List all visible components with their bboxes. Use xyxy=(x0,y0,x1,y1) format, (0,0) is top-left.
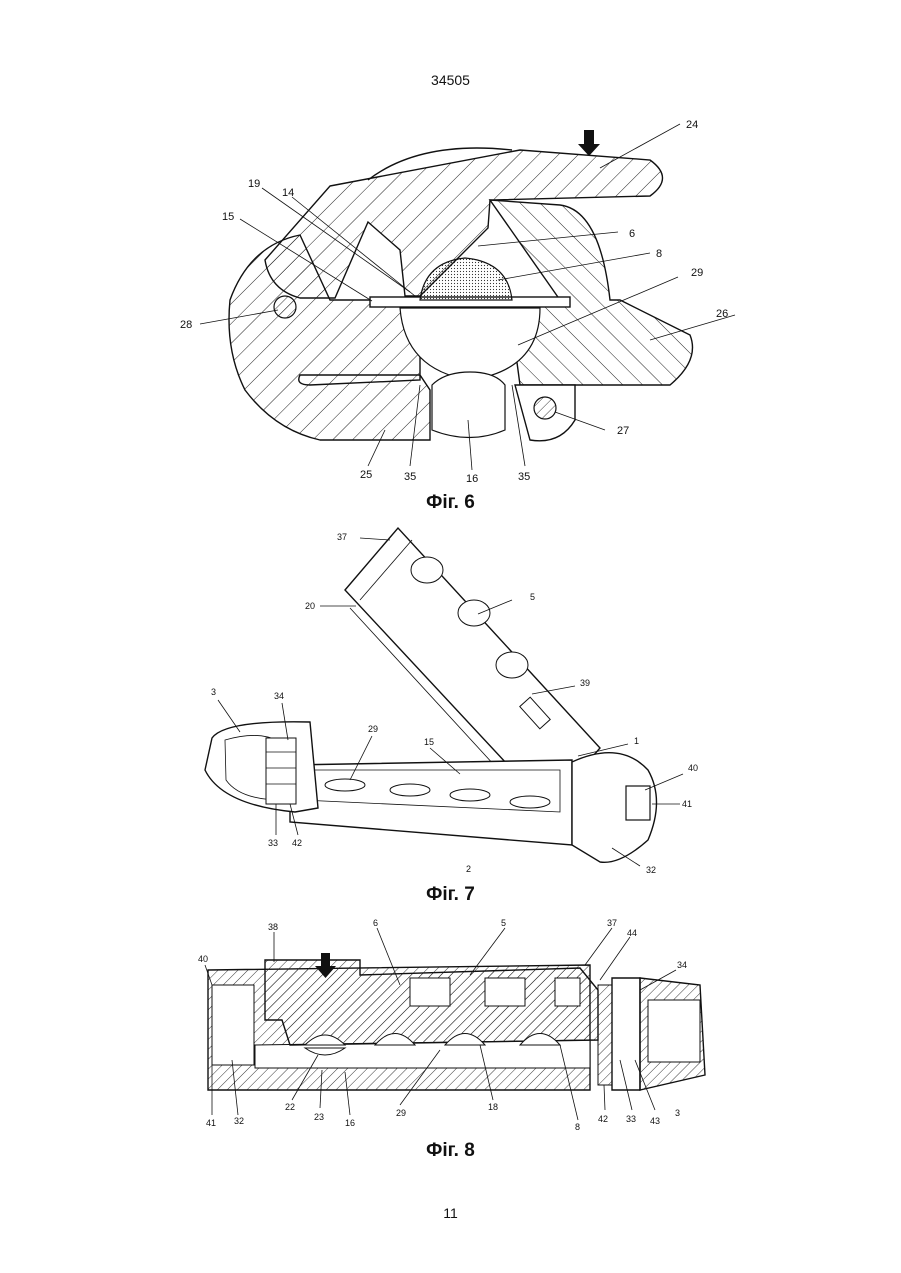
figure-8-label-18: 18 xyxy=(488,1102,498,1112)
figure-6-label-14: 14 xyxy=(282,187,294,199)
figure-8-label-23: 23 xyxy=(314,1112,324,1122)
figure-7-label-39: 39 xyxy=(580,678,590,688)
figure-6-label-15: 15 xyxy=(222,211,234,223)
figure-8-label-40: 40 xyxy=(198,954,208,964)
figure-8-label-32: 32 xyxy=(234,1116,244,1126)
figure-7-label-42: 42 xyxy=(292,838,302,848)
figure-8-label-37: 37 xyxy=(607,918,617,928)
figure-7-label-34: 34 xyxy=(274,691,284,701)
figure-7-label-3: 3 xyxy=(211,687,216,697)
figure-7-label-40: 40 xyxy=(688,763,698,773)
figure-8-drawing: 38 6 5 37 44 40 34 41 32 22 23 16 29 18 … xyxy=(190,915,720,1140)
figure-8-label-22: 22 xyxy=(285,1102,295,1112)
figure-6-label-28: 28 xyxy=(180,319,192,331)
figure-7-label-41: 41 xyxy=(682,799,692,809)
figure-8-label-43: 43 xyxy=(650,1116,660,1126)
figure-6-caption: Фіг. 6 xyxy=(0,492,901,514)
figure-7-drawing: 37 20 5 39 1 3 34 29 15 40 41 33 42 2 32 xyxy=(180,518,720,878)
figure-6-label-19: 19 xyxy=(248,178,260,190)
page-number: 11 xyxy=(0,1205,901,1221)
figure-7-label-2: 2 xyxy=(466,864,471,874)
figure-7-label-1: 1 xyxy=(634,736,639,746)
figure-7-caption: Фіг. 7 xyxy=(0,884,901,906)
figure-8-label-44: 44 xyxy=(627,928,637,938)
figure-6-label-6: 6 xyxy=(629,228,635,240)
figure-8-label-42: 42 xyxy=(598,1114,608,1124)
figure-7-label-32: 32 xyxy=(646,865,656,875)
figure-7-label-20: 20 xyxy=(305,601,315,611)
figure-8-caption: Фіг. 8 xyxy=(0,1140,901,1162)
document-number: 34505 xyxy=(0,72,901,88)
figure-7-label-29: 29 xyxy=(368,724,378,734)
figure-6-label-24: 24 xyxy=(686,119,698,131)
figure-8-label-33: 33 xyxy=(626,1114,636,1124)
figure-6-drawing: 24 19 14 15 6 8 29 26 28 27 25 35 16 35 xyxy=(150,112,750,492)
figure-7-label-37: 37 xyxy=(337,532,347,542)
socket-41 xyxy=(626,786,650,820)
figure-7-label-33: 33 xyxy=(268,838,278,848)
figure-7-label-15: 15 xyxy=(424,737,434,747)
figure-6-label-35b: 35 xyxy=(518,471,530,483)
figure-8-label-3: 3 xyxy=(675,1108,680,1118)
figure-6-label-26: 26 xyxy=(716,308,728,320)
pressure-arrow-icon xyxy=(578,130,600,156)
pin-28 xyxy=(274,296,296,318)
figure-8-label-5: 5 xyxy=(501,918,506,928)
figure-6-label-29: 29 xyxy=(691,267,703,279)
figure-8-label-16: 16 xyxy=(345,1118,355,1128)
figure-6-label-27: 27 xyxy=(617,425,629,437)
figure-8-label-38: 38 xyxy=(268,922,278,932)
pin-27 xyxy=(534,397,556,419)
figure-8-label-41: 41 xyxy=(206,1118,216,1128)
figure-8-label-6: 6 xyxy=(373,918,378,928)
figure-6-label-25: 25 xyxy=(360,469,372,481)
figure-6-label-16: 16 xyxy=(466,473,478,485)
figure-8-label-8: 8 xyxy=(575,1122,580,1132)
figure-6-label-35a: 35 xyxy=(404,471,416,483)
figure-6-label-8: 8 xyxy=(656,248,662,260)
figure-7-label-5: 5 xyxy=(530,592,535,602)
figure-8-label-34: 34 xyxy=(677,960,687,970)
figure-8-label-29: 29 xyxy=(396,1108,406,1118)
